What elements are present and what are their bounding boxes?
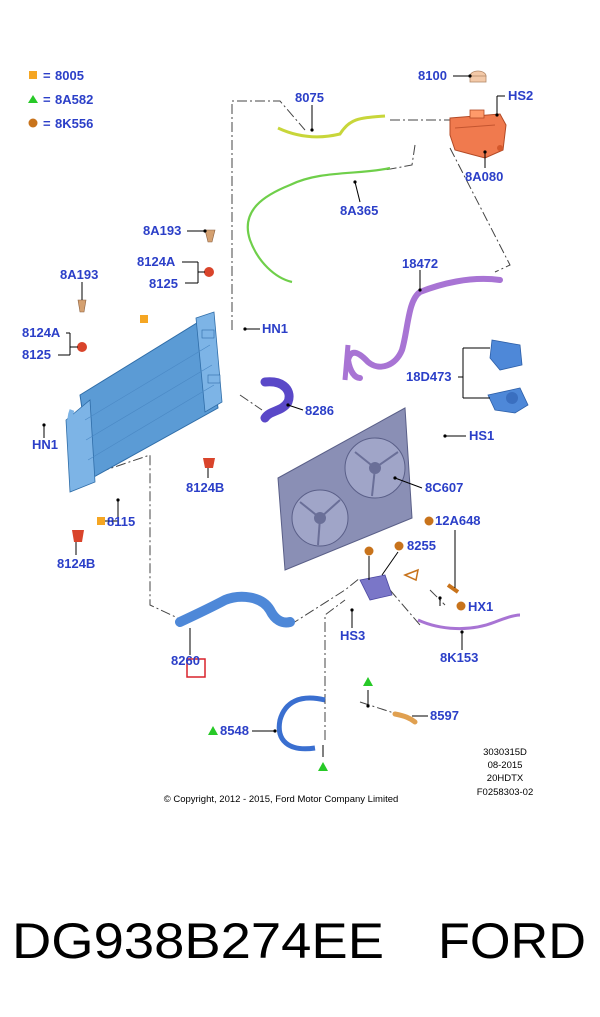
label-8100: 8100	[418, 68, 447, 83]
thermostat-housing	[359, 568, 420, 601]
label-hx1: HX1	[468, 599, 493, 614]
hose-8075	[277, 114, 386, 139]
expansion-tank	[449, 109, 507, 159]
hose-18472	[344, 275, 503, 381]
meta-line-4: F0258303-02	[477, 787, 534, 798]
pipe-8597	[392, 711, 418, 725]
label-8125-left: 8125	[22, 347, 51, 362]
radiator	[65, 311, 223, 493]
legend-code-8k556: 8K556	[55, 116, 93, 131]
legend: = 8005 = 8A582 = 8K556	[28, 68, 93, 131]
label-8125-top: 8125	[149, 276, 178, 291]
hose-18472-branch	[342, 344, 351, 381]
sensor-12a648	[446, 583, 460, 594]
label-hn1-right: HN1	[262, 321, 288, 336]
auxiliary-pump	[487, 339, 529, 414]
part-number-text: DG938B274EE	[12, 913, 384, 969]
marker-8k556-icon	[394, 541, 404, 551]
label-8548: 8548	[220, 723, 249, 738]
marker-8a582-icon	[318, 762, 328, 771]
hose-8286	[260, 377, 294, 423]
pressure-cap	[469, 70, 487, 83]
label-8124a-top: 8124A	[137, 254, 176, 269]
marker-8k556-icon	[364, 546, 374, 556]
marker-8005-icon	[140, 315, 148, 323]
fittings	[72, 229, 216, 542]
label-8115: 8115	[107, 514, 135, 529]
label-8a193-left: 8A193	[60, 267, 98, 282]
marker-8k556-icon	[456, 601, 466, 611]
brand-text: FORD	[438, 913, 586, 969]
label-hn1-left: HN1	[32, 437, 58, 452]
leader-lines	[42, 74, 505, 757]
label-18d473: 18D473	[406, 369, 452, 384]
drawing-metadata: 3030315D 08-2015 20HDTX F0258303-02	[477, 747, 534, 798]
marker-8a582-icon	[208, 726, 218, 735]
label-8255: 8255	[407, 538, 436, 553]
label-8124b-mid: 8124B	[186, 480, 224, 495]
label-8075: 8075	[295, 90, 324, 105]
label-8a365: 8A365	[340, 203, 378, 218]
label-12a648: 12A648	[435, 513, 481, 528]
legend-eq: =	[43, 92, 51, 107]
legend-code-8a582: 8A582	[55, 92, 93, 107]
hose-8a365	[246, 166, 391, 284]
hose-8260	[175, 591, 295, 628]
label-8286: 8286	[305, 403, 334, 418]
legend-code-8005: 8005	[55, 68, 84, 83]
legend-eq: =	[43, 116, 51, 131]
copyright-text: © Copyright, 2012 - 2015, Ford Motor Com…	[164, 794, 399, 805]
meta-line-1: 3030315D	[483, 747, 527, 758]
meta-line-3: 20HDTX	[487, 773, 524, 784]
label-8a080: 8A080	[465, 169, 503, 184]
marker-8a582-icon	[363, 677, 373, 686]
highlight-box	[186, 658, 206, 678]
legend-eq: =	[43, 68, 51, 83]
meta-line-2: 08-2015	[488, 760, 523, 771]
label-8124b-low: 8124B	[57, 556, 95, 571]
legend-square-icon	[29, 71, 37, 79]
label-8124a-left: 8124A	[22, 325, 61, 340]
label-8260: 8260	[171, 653, 200, 668]
label-8c607: 8C607	[425, 480, 463, 495]
marker-8k556-icon	[424, 516, 434, 526]
label-hs3: HS3	[340, 628, 365, 643]
label-8k153: 8K153	[440, 650, 478, 665]
part-labels: 8100 HS2 8A080 8075 8A365 8A193 8124A 81…	[22, 68, 533, 738]
hose-8548	[276, 695, 326, 752]
pipe-8k153	[417, 613, 521, 630]
label-hs1: HS1	[469, 428, 494, 443]
legend-triangle-icon	[28, 95, 38, 103]
label-8597: 8597	[430, 708, 459, 723]
marker-8005-icon	[97, 517, 105, 525]
label-18472: 18472	[402, 256, 438, 271]
label-8a193-top: 8A193	[143, 223, 181, 238]
fan-shroud	[277, 407, 413, 571]
legend-circle-icon	[28, 118, 38, 128]
label-hs2: HS2	[508, 88, 533, 103]
